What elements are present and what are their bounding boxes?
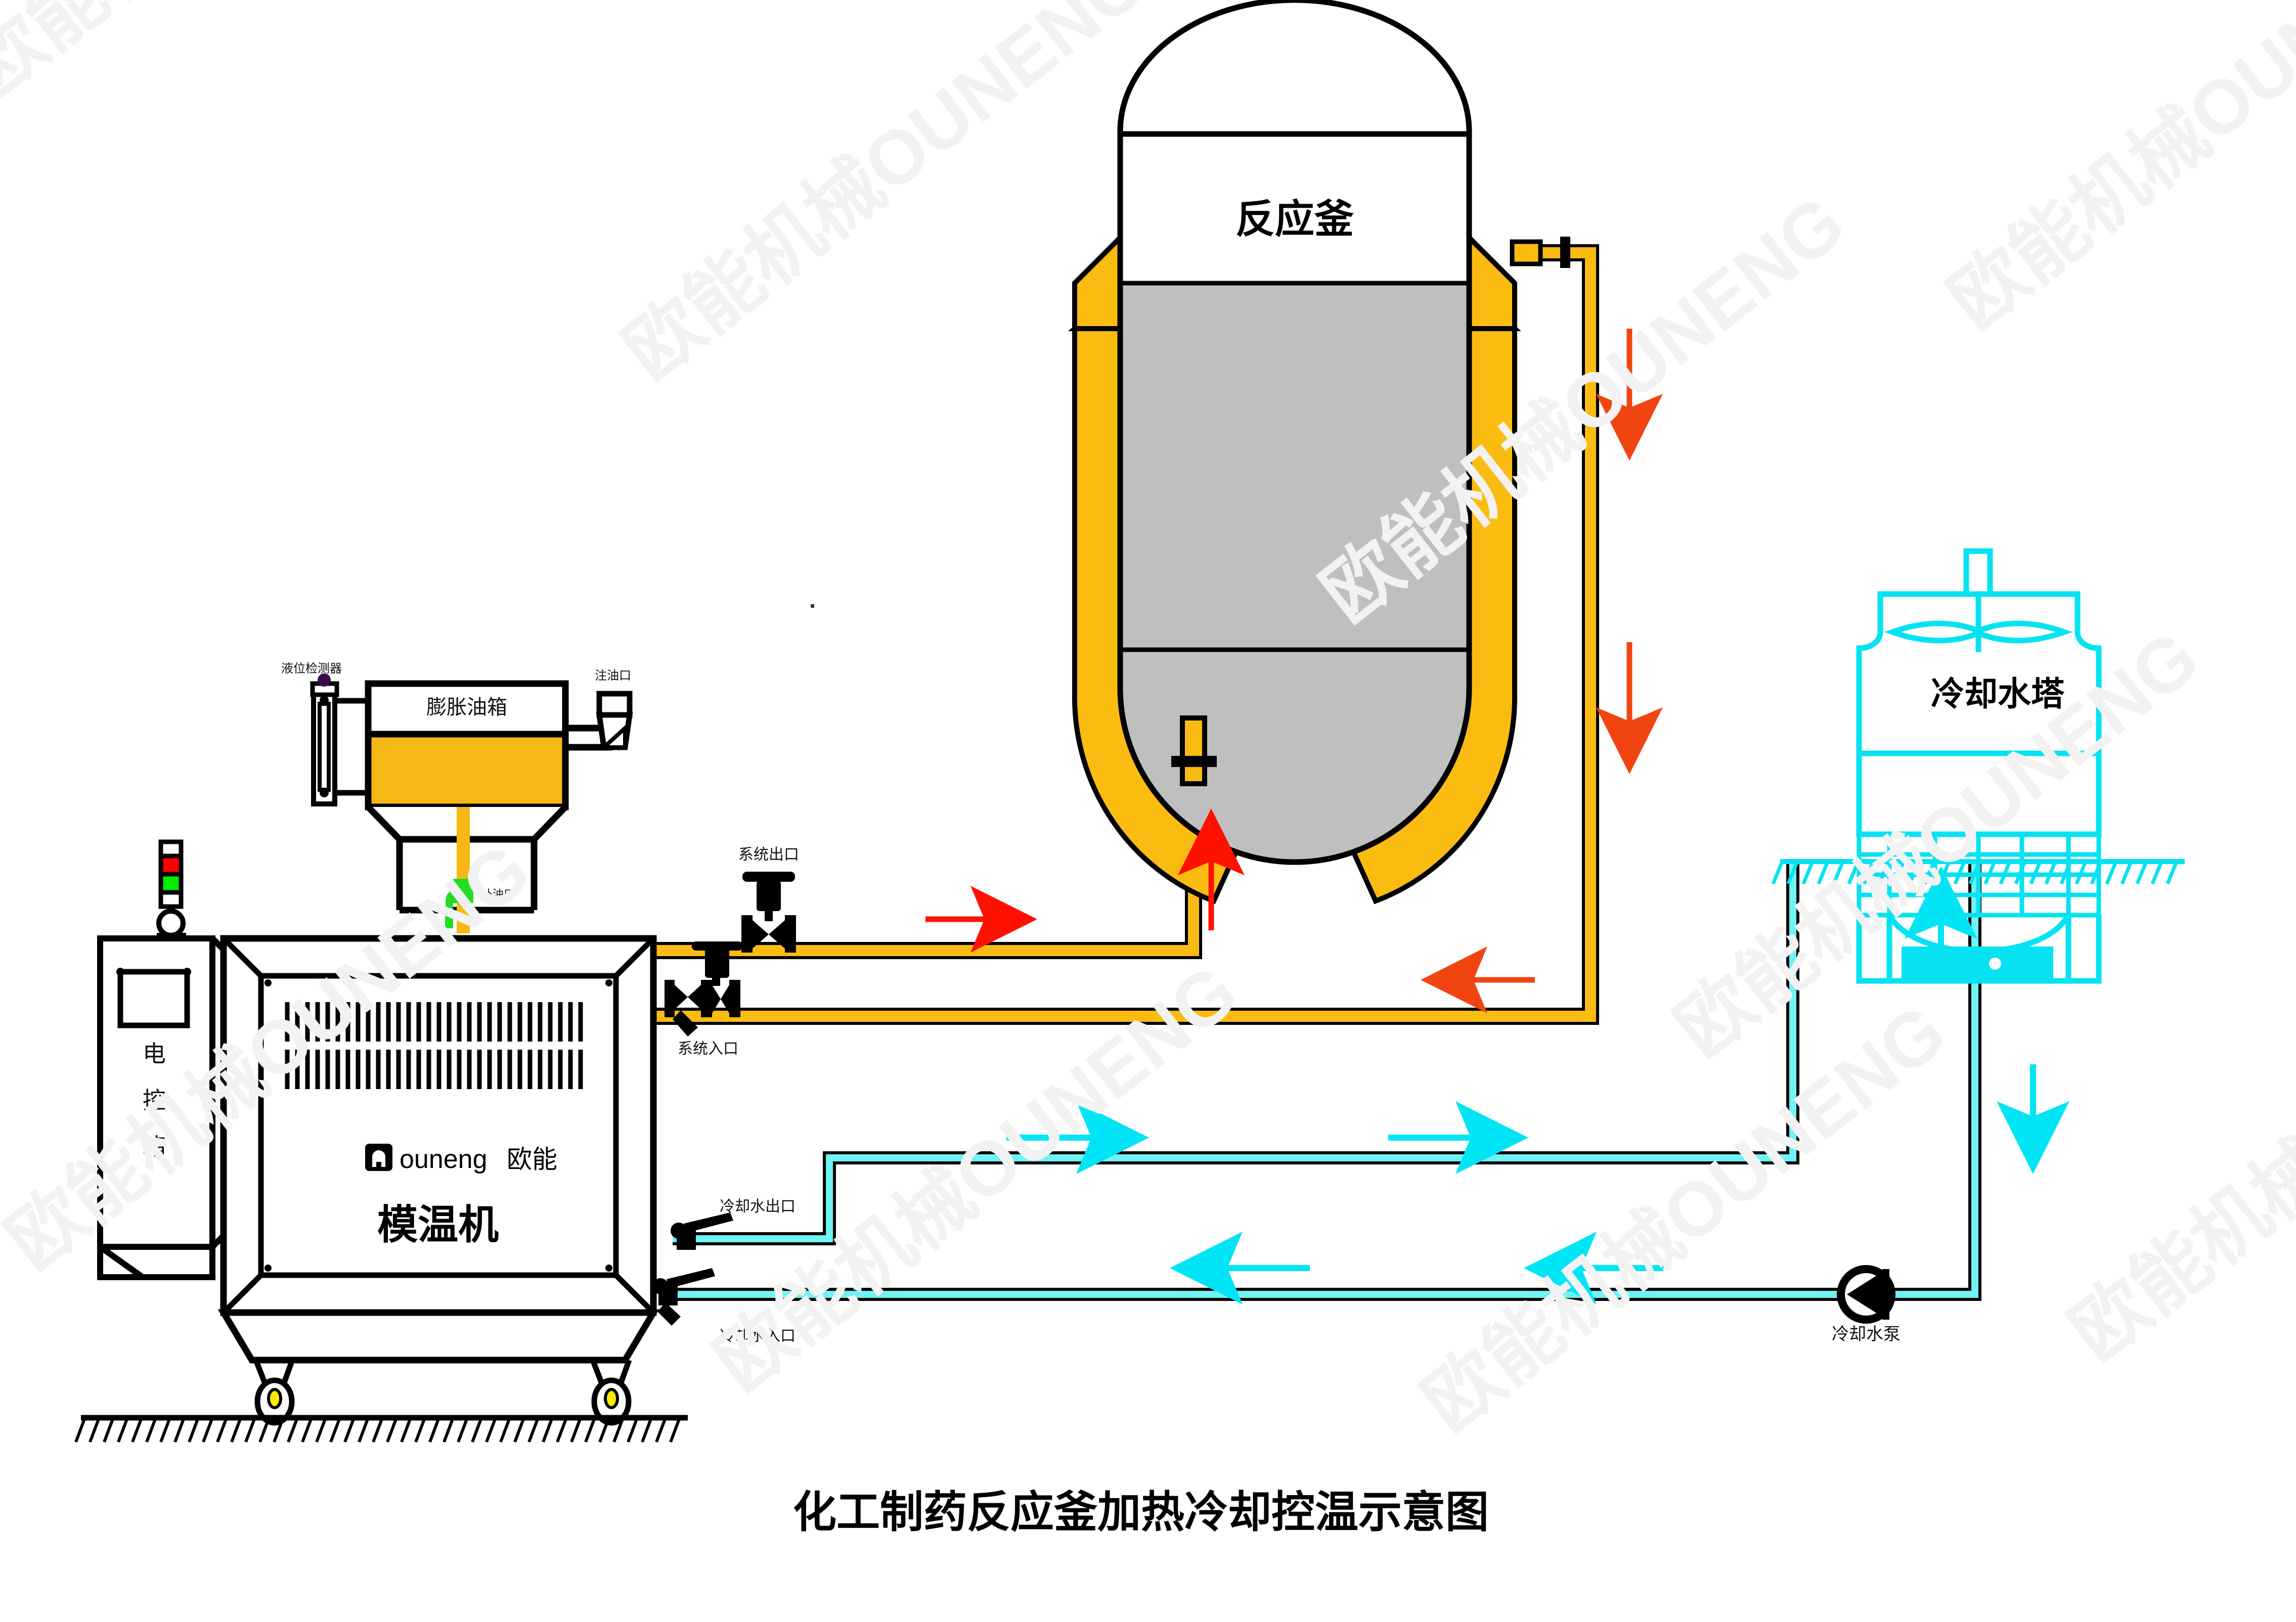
cooling-water-pump[interactable] <box>1837 1265 1895 1324</box>
level-sensor-label: 液位检测器 <box>281 662 342 675</box>
brand-cn-label: 欧能 <box>507 1145 557 1174</box>
machine-name-label: 模温机 <box>377 1202 499 1247</box>
system-inlet-valve[interactable] <box>665 941 742 1037</box>
oil-fill-funnel[interactable] <box>565 691 633 751</box>
expansion-tank: 膨胀油箱 液位检测器 注油口 <box>281 662 633 933</box>
makeup-oil-valve[interactable] <box>445 879 473 928</box>
oil-fill-port-label: 注油口 <box>595 669 631 683</box>
reactor-label: 反应釜 <box>1235 197 1354 241</box>
water-flow-arrows <box>1006 866 2069 1304</box>
level-gauge <box>310 673 368 806</box>
system-outlet-valve[interactable] <box>741 872 796 953</box>
system-inlet-label: 系统入口 <box>678 1041 738 1057</box>
stray-dot <box>811 604 814 608</box>
vent-grille <box>285 1002 583 1089</box>
brand-latin-label: ouneng <box>400 1145 488 1174</box>
mold-temperature-controller: ouneng 欧能 模温机 <box>217 935 659 1426</box>
tower-ground-line <box>1771 859 2185 885</box>
tower-lamp <box>156 839 186 940</box>
reactor-vessel: 反应釜 <box>1068 0 1570 905</box>
cooling-tower <box>1856 548 2102 984</box>
control-box-label-char-1: 电控箱 <box>143 1041 166 1160</box>
ouneng-logo-icon <box>365 1144 392 1171</box>
expansion-tank-label: 膨胀油箱 <box>426 696 507 718</box>
cooling-water-outlet-valve[interactable] <box>671 1212 733 1250</box>
caster-right <box>590 1359 632 1426</box>
makeup-oil-port-label: 补油口 <box>481 888 515 900</box>
control-box <box>97 935 262 1280</box>
tower-drain-icon <box>1989 958 2001 970</box>
oil-flow-arrows <box>925 329 1663 1013</box>
cooling-tower-basin-water <box>1902 947 2053 981</box>
system-outlet-label: 系统出口 <box>738 846 799 863</box>
cooling-water-inlet-label: 冷却水入口 <box>720 1328 796 1344</box>
cooling-water-outlet-label: 冷却水出口 <box>720 1198 796 1215</box>
page-title: 化工制药反应釜加热冷却控温示意图 <box>793 1488 1489 1537</box>
cooling-tower-label: 冷却水塔 <box>1931 675 2065 712</box>
caster-left <box>253 1359 295 1426</box>
floor-line <box>74 1415 688 1443</box>
cooling-water-inlet-valve[interactable] <box>652 1268 715 1326</box>
cooling-water-pump-label: 冷却水泵 <box>1832 1325 1901 1344</box>
cooling-water-piping <box>673 860 1981 1301</box>
